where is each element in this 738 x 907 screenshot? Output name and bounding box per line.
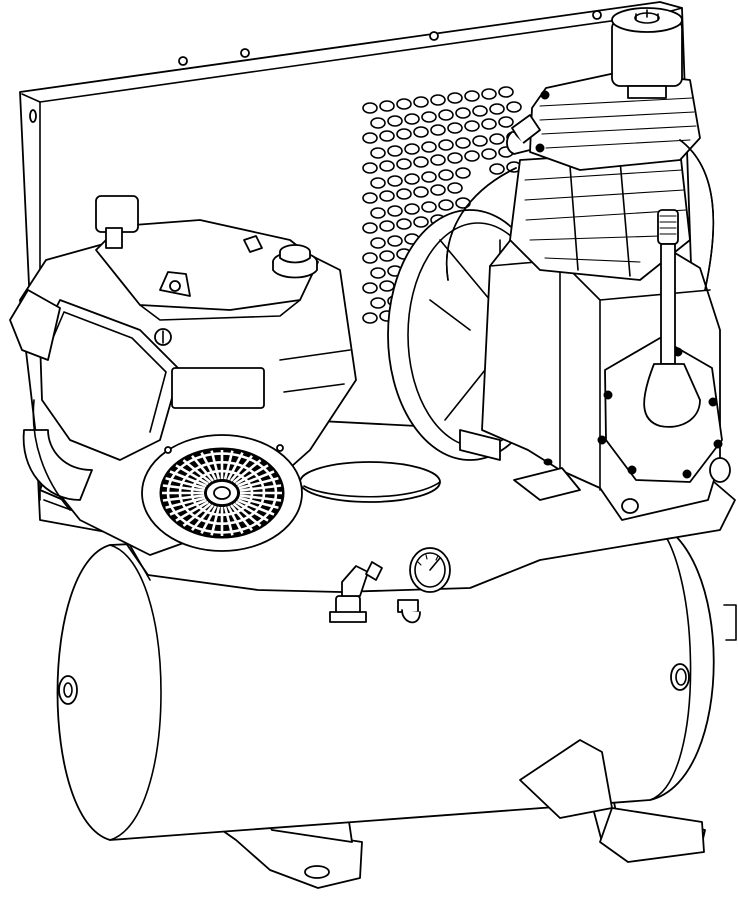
engine-fan-grille-icon [141, 434, 303, 552]
tank-drain-port-icon [58, 675, 78, 705]
tank-fitting-icon [670, 663, 690, 691]
discharge-hose-icon [446, 139, 715, 291]
tank-foot-front-icon [519, 739, 705, 863]
fuel-cap-icon [272, 244, 318, 279]
dipstick-icon [643, 209, 701, 428]
safety-valve-icon [329, 561, 383, 623]
air-filter-icon [611, 7, 683, 99]
pressure-gauge-icon [397, 547, 451, 624]
